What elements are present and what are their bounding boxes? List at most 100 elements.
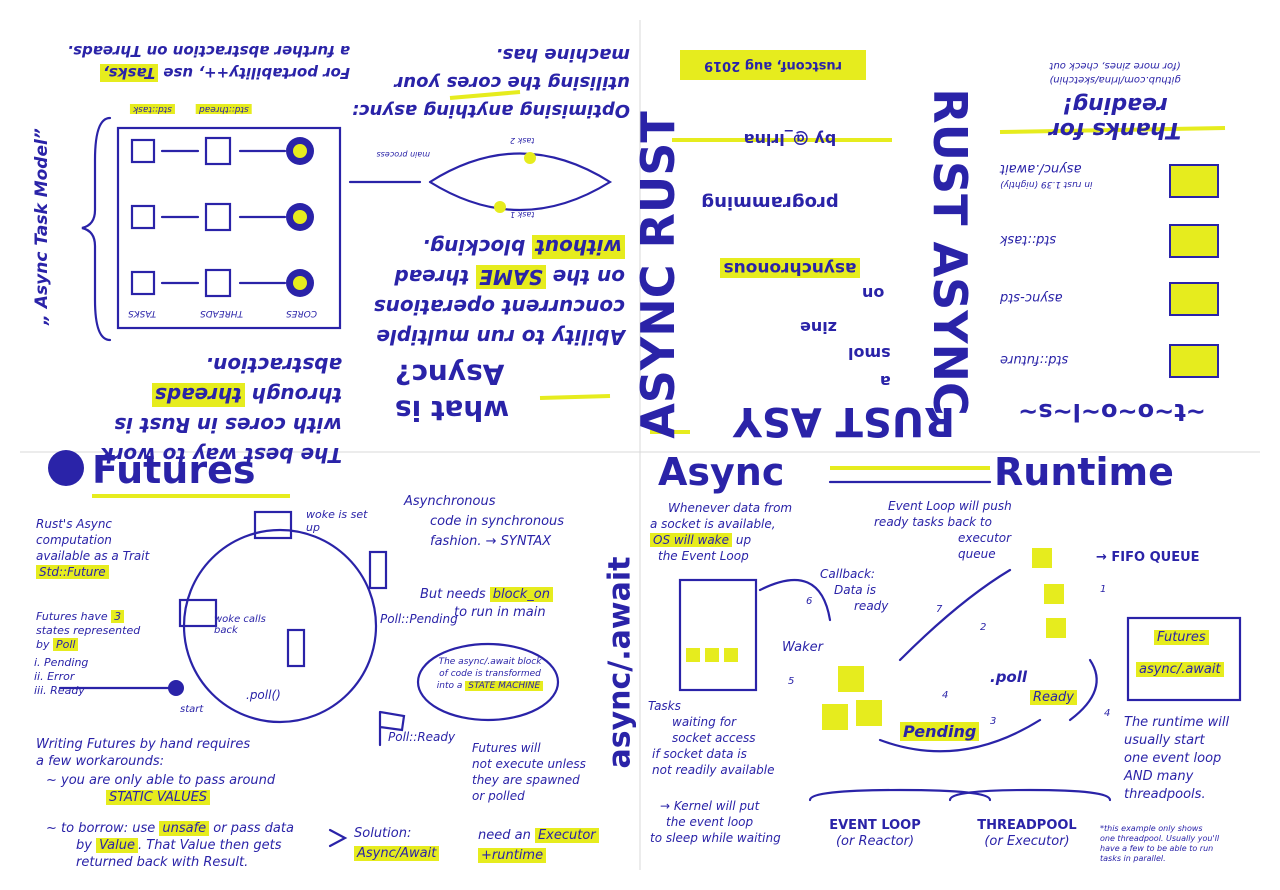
tool-box-icons	[1169, 164, 1219, 378]
main-process-label: main process	[376, 150, 430, 159]
state-machine-note: The async/.await block of code is transf…	[430, 656, 550, 692]
what-is-text: what is	[395, 394, 510, 427]
step-1: 1	[1100, 584, 1107, 595]
futures-intro-3: available as a Trait	[36, 549, 150, 563]
kernel-text-3: to sleep while waiting	[650, 831, 781, 845]
async-await-box-label: async/.await	[1136, 662, 1224, 677]
best-way-text-2: with cores in Rust is	[114, 413, 342, 437]
traffic-light-icon-2	[286, 628, 306, 668]
checkered-flag-icon	[378, 710, 406, 747]
on-word: on	[862, 284, 885, 303]
tool-item-1-label: async/.await	[1000, 161, 1082, 176]
data-ready-2: ready	[854, 599, 889, 613]
os-will-wake-highlight: OS will wake	[650, 533, 733, 547]
tasks-text-5: not readily available	[652, 763, 775, 777]
what-is-async-heading: what is Async?	[395, 356, 615, 428]
threadpool-footnote: *this example only shows one threadpool.…	[1100, 824, 1250, 864]
solution-note: Solution: Async/Await	[354, 824, 440, 864]
ability-text-2: concurrent operations	[373, 295, 625, 319]
state-machine-text-3: into a	[436, 681, 463, 691]
value-highlight: Value	[96, 838, 138, 853]
event-loop-push-note: Event Loop will push ready tasks back to…	[874, 498, 1054, 562]
more-zines-note: github.com/lrlna/sketchin) (for more zin…	[1000, 58, 1230, 86]
futures-box-label: Futures	[1154, 630, 1209, 645]
sync-text-3: fashion. → SYNTAX	[430, 534, 552, 549]
runtime-will-note: The runtime will usually start one event…	[1124, 714, 1264, 804]
date-badge: rustconf, aug 2019	[680, 50, 866, 80]
poll-ready-label: Poll::Ready	[388, 730, 456, 744]
push-text-4: queue	[958, 547, 996, 561]
not-execute-note: Futures will not execute unless they are…	[472, 740, 602, 804]
runtime-highlight: +runtime	[478, 848, 547, 863]
event-loop-text: EVENT LOOP	[829, 818, 921, 833]
task-1-label: task 1	[510, 210, 535, 219]
threads-highlight: threads	[151, 383, 245, 407]
phone-icon-top	[253, 510, 293, 540]
step-5: 5	[788, 676, 795, 687]
workaround-3a: by	[76, 838, 92, 853]
kernel-text-2: the event loop	[666, 815, 754, 829]
push-text-2: ready tasks back to	[874, 515, 992, 529]
tasks-waiting-note: Tasks waiting for socket access if socke…	[648, 698, 818, 778]
poll-label: .poll	[990, 668, 1028, 686]
best-way-text-3b: abstraction.	[205, 353, 342, 377]
poll-pending-label: Poll::Pending	[380, 612, 458, 626]
futures-intro-1: Rust's Async	[36, 517, 113, 531]
workaround-2a: ~ to borrow: use	[46, 821, 156, 836]
rust-asy-heading: RUST ASY	[732, 398, 955, 444]
tasks-highlight: Tasks,	[99, 64, 159, 82]
programming-word: programming	[701, 192, 839, 213]
thanks-heading: Thanks for reading!	[1048, 92, 1182, 142]
portability-text-1: For portability++, use	[163, 64, 350, 82]
writing-text-1: Writing Futures by hand requires	[36, 737, 251, 752]
writing-text-2: a few workarounds:	[36, 754, 165, 769]
futures-title: Futures	[92, 448, 256, 492]
futures-async-box	[1126, 616, 1242, 702]
writing-futures-note: Writing Futures by hand requires a few w…	[36, 736, 326, 770]
states-count: 3	[111, 610, 125, 623]
ability-text-1: Ability to run multiple	[376, 325, 625, 349]
optimising-text-2: utilising the cores your	[394, 72, 630, 93]
portability-note: For portability++, use Tasks, a further …	[40, 40, 350, 84]
more-zines-text: (for more zines, check out	[1049, 60, 1181, 71]
a-word: a	[880, 372, 891, 391]
callback-note: Callback: Data is ready	[820, 566, 910, 614]
os-text-1: Whenever data from	[668, 501, 793, 515]
not-exec-3: they are spawned	[472, 773, 580, 787]
runtime-will-2: usually start	[1124, 733, 1205, 748]
crystal-ball-icon	[48, 450, 84, 486]
block-on-note: But needs block_on to run in main	[420, 586, 600, 622]
data-ready-1: Data is	[834, 583, 877, 597]
runtime-title-async: Async	[658, 450, 785, 494]
footnote-4: tasks in parallel.	[1100, 854, 1166, 863]
tools-heading: ~t~o~o~l~s~	[1018, 398, 1206, 426]
static-values-highlight: STATIC VALUES	[106, 790, 211, 805]
async-question-text: Async?	[395, 358, 505, 391]
not-exec-1: Futures will	[472, 741, 541, 755]
footnote-3: have a few to be able to run	[1100, 844, 1214, 853]
task-row-2	[130, 202, 314, 232]
push-text-1: Event Loop will push	[888, 499, 1012, 513]
std-thread-label: std::thread	[196, 104, 252, 114]
task-row-1	[130, 136, 314, 166]
kernel-note: → Kernel will put the event loop to slee…	[650, 798, 810, 846]
needs-text-1: But needs	[420, 587, 486, 602]
step-7: 7	[936, 604, 943, 615]
poll-highlight: Poll	[53, 638, 79, 651]
state-machine-highlight: STATE MACHINE	[465, 681, 544, 691]
state-list: i. Pending ii. Error iii. Ready	[34, 656, 134, 698]
sync-text-1: Asynchronous	[404, 494, 496, 509]
optimising-note: Optimising anything async: utilising the…	[345, 40, 630, 124]
start-label: start	[180, 704, 204, 715]
threadpools-text: threadpools.	[1124, 787, 1206, 802]
traffic-light-icon-1	[368, 550, 388, 590]
optimising-text-3: machine has.	[495, 44, 630, 65]
std-future-highlight: Std::Future	[36, 565, 109, 579]
sync-text-2: code in synchronous	[430, 514, 565, 529]
ability-text-4: blocking.	[422, 235, 526, 259]
state-ready: iii. Ready	[34, 684, 85, 697]
best-way-text-3a: through	[251, 383, 342, 407]
portability-text-2: a further abstraction on Threads.	[67, 42, 350, 60]
tool-item-2: std::task	[1000, 232, 1057, 247]
